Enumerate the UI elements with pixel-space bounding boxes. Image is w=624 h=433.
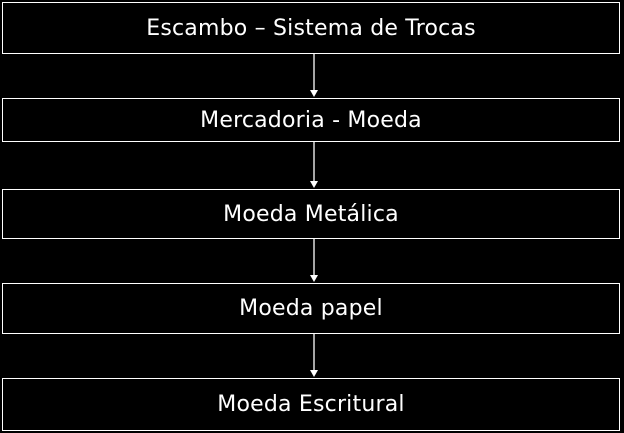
arrow-connector-2 [310, 142, 318, 188]
flow-node-escambo: Escambo – Sistema de Trocas [2, 2, 620, 54]
flow-node-moeda-escritural: Moeda Escritural [2, 378, 620, 431]
arrow-connector-3 [310, 239, 318, 282]
flow-node-label: Mercadoria - Moeda [200, 107, 422, 133]
flow-node-label: Escambo – Sistema de Trocas [146, 15, 476, 41]
arrow-connector-4 [310, 334, 318, 377]
flow-node-moeda-papel: Moeda papel [2, 283, 620, 334]
flow-node-label: Moeda Metálica [223, 201, 399, 227]
flow-node-mercadoria-moeda: Mercadoria - Moeda [2, 98, 620, 142]
flow-node-label: Moeda papel [239, 296, 383, 321]
arrow-connector-1 [310, 54, 318, 97]
flow-node-moeda-metalica: Moeda Metálica [2, 189, 620, 239]
flow-node-label: Moeda Escritural [217, 392, 405, 417]
